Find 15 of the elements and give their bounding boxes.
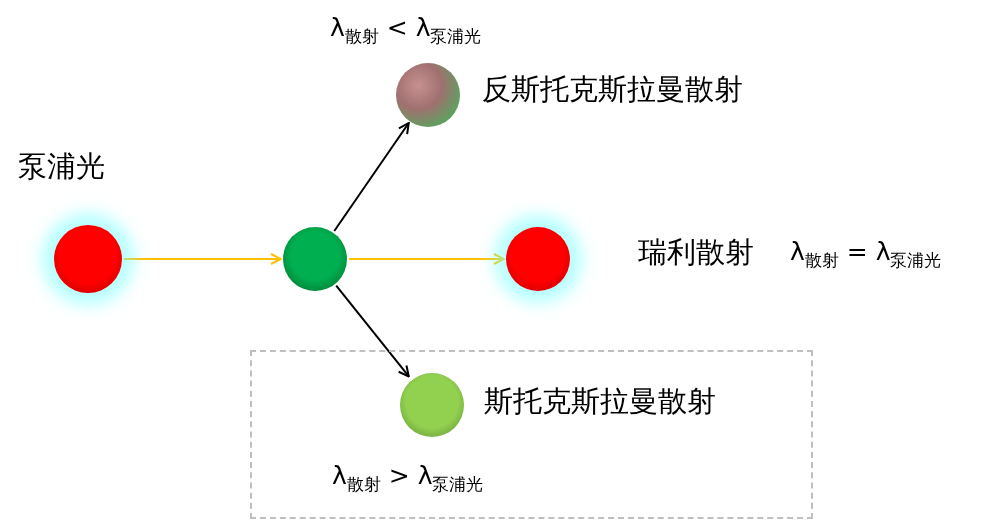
particle bbox=[54, 225, 122, 293]
particle bbox=[400, 373, 464, 437]
arrow bbox=[123, 253, 282, 265]
arrow bbox=[348, 253, 505, 265]
scattering-label: 斯托克斯拉曼散射 bbox=[484, 385, 716, 419]
scattering-label: 瑞利散射 bbox=[638, 236, 754, 270]
scattering-label: 泵浦光 bbox=[18, 150, 105, 184]
wavelength-formula: λ$_{散射}$ > λ$_{泵浦光}$ bbox=[332, 462, 484, 495]
wavelength-formula: λ$_{散射}$ < λ$_{泵浦光}$ bbox=[330, 14, 482, 47]
arrow bbox=[335, 284, 410, 378]
dashed-frame bbox=[250, 350, 813, 519]
scattering-label: 反斯托克斯拉曼散射 bbox=[482, 73, 743, 107]
wavelength-formula: λ$_{散射}$ = λ$_{泵浦光}$ bbox=[790, 238, 942, 271]
particle bbox=[506, 227, 570, 291]
arrow bbox=[333, 122, 410, 232]
